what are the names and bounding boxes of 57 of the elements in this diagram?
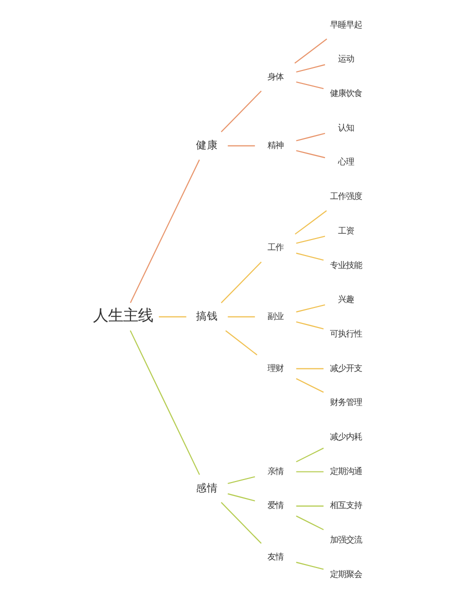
node-text: 定期聚会 <box>329 568 362 579</box>
connector <box>295 516 324 530</box>
connector <box>294 210 326 235</box>
node-text: 认知 <box>337 122 354 132</box>
node-text: 健康饮食 <box>329 88 362 98</box>
connector <box>296 132 325 142</box>
connector <box>295 448 324 462</box>
node-text: 搞钱 <box>195 310 218 323</box>
node-text: 工作强度 <box>329 191 362 202</box>
node-text: 爱情 <box>267 500 284 510</box>
connector <box>129 330 200 475</box>
node-text: 健康 <box>195 138 218 152</box>
node-text: 身体 <box>267 71 284 82</box>
connector <box>296 304 325 312</box>
connector <box>227 476 255 484</box>
node-text: 相互支持 <box>329 500 362 510</box>
node-text: 运动 <box>337 54 354 64</box>
connector <box>296 236 325 244</box>
node-text: 专业技能 <box>329 260 362 270</box>
connector <box>220 90 262 132</box>
node-text: 早睡早起 <box>329 19 362 30</box>
connector <box>295 378 324 393</box>
node-text: 可执行性 <box>329 328 362 338</box>
connector <box>296 64 325 73</box>
connector <box>296 321 324 330</box>
node-text: 副业 <box>267 310 284 321</box>
connector <box>129 160 200 304</box>
connector <box>227 493 255 502</box>
node-text: 工资 <box>337 225 354 236</box>
node-text: 减少内耗 <box>329 432 362 442</box>
connector <box>296 150 325 158</box>
connector <box>224 330 257 356</box>
node-text: 精神 <box>267 140 284 150</box>
connector <box>296 252 324 261</box>
node-text: 工作 <box>267 242 284 252</box>
connector <box>220 502 262 544</box>
node-text: 人生主线 <box>92 308 152 325</box>
connector <box>227 316 254 318</box>
node-text: 友情 <box>267 551 284 562</box>
node-text: 心理 <box>337 156 354 167</box>
node-text: 减少开支 <box>329 362 362 373</box>
node-text: 亲情 <box>267 466 284 476</box>
connector <box>296 81 324 90</box>
connector <box>220 262 262 304</box>
node-text: 定期沟通 <box>329 466 362 476</box>
node-text: 理财 <box>267 362 284 373</box>
connector <box>227 145 254 146</box>
connector <box>158 316 186 318</box>
connector <box>294 38 327 64</box>
node-text: 财务管理 <box>329 397 362 408</box>
node-text: 感情 <box>195 481 218 494</box>
connector <box>296 562 324 570</box>
connector <box>296 368 324 370</box>
node-text: 兴趣 <box>337 294 354 304</box>
connector <box>296 471 324 472</box>
connector <box>296 506 324 507</box>
node-text: 加强交流 <box>329 534 362 545</box>
